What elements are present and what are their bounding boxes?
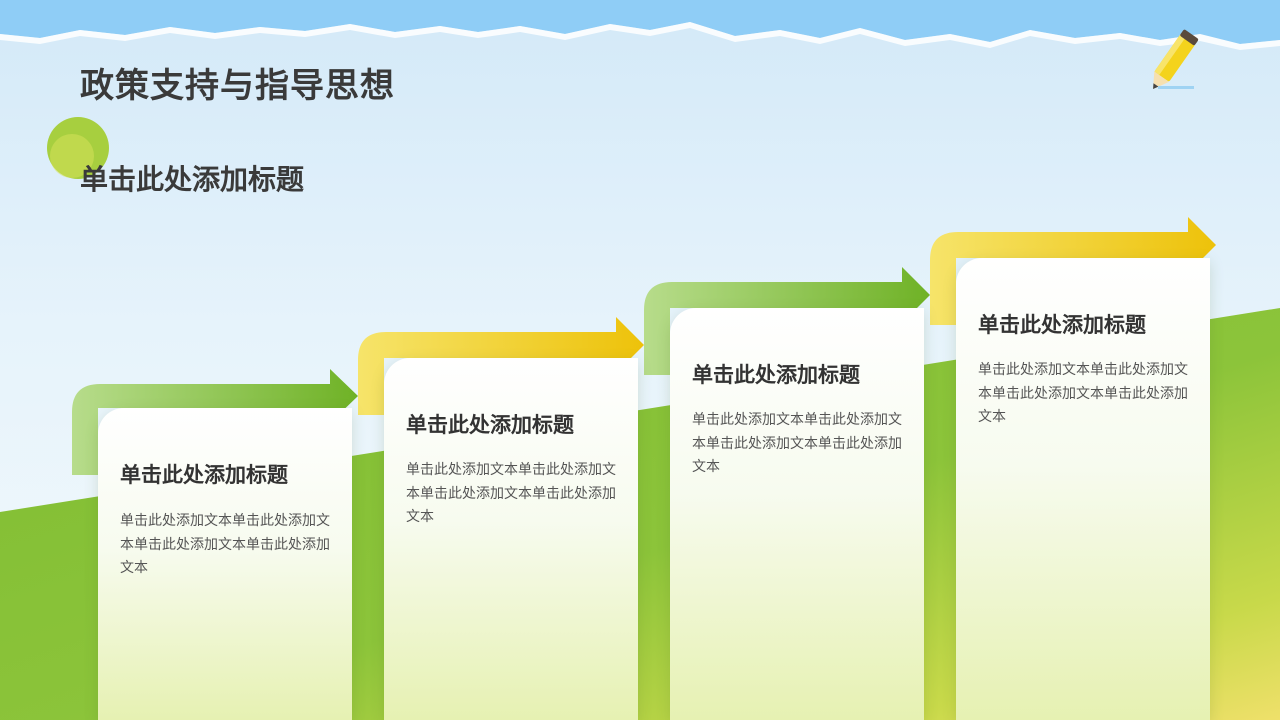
pencil-icon [1153, 29, 1199, 90]
step-card-4 [956, 258, 1210, 720]
page-title[interactable]: 政策支持与指导思想 [80, 66, 395, 106]
step-3-arrow [644, 267, 930, 375]
step-text-2[interactable]: 单击此处添加文本单击此处添加文本单击此处添加文本单击此处添加文本 [406, 462, 616, 525]
step-2-arrow [358, 317, 644, 415]
step-text-3[interactable]: 单击此处添加文本单击此处添加文本单击此处添加文本单击此处添加文本 [692, 412, 902, 475]
sky-band [0, 0, 1280, 44]
step-title-1[interactable]: 单击此处添加标题 [120, 463, 288, 487]
step-title-4[interactable]: 单击此处添加标题 [978, 313, 1146, 337]
step-text-4[interactable]: 单击此处添加文本单击此处添加文本单击此处添加文本单击此处添加文本 [978, 362, 1188, 425]
sky-band-edge [0, 22, 1280, 50]
step-title-2[interactable]: 单击此处添加标题 [406, 413, 574, 437]
step-title-3[interactable]: 单击此处添加标题 [692, 363, 860, 387]
step-card-2 [384, 358, 638, 720]
step-1-arrow [72, 369, 358, 475]
section-subtitle[interactable]: 单击此处添加标题 [80, 163, 305, 196]
step-card-1 [98, 408, 352, 720]
step-text-1[interactable]: 单击此处添加文本单击此处添加文本单击此处添加文本单击此处添加文本 [120, 513, 330, 576]
step-card-3 [670, 308, 924, 720]
step-4-arrow [930, 217, 1216, 325]
